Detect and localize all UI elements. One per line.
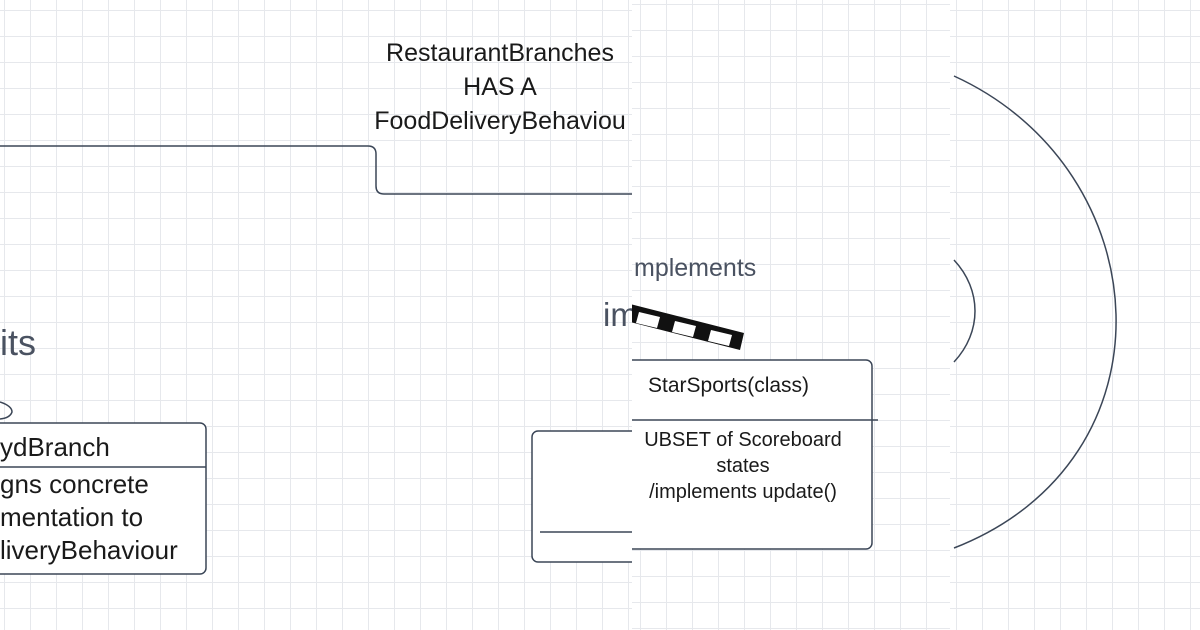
partial-class-box[interactable] [531,430,632,563]
starsports-class-box[interactable] [632,359,873,550]
starsports-body-line1: UBSET of Scoreboard [644,429,842,451]
starsports-class-body: UBSET of Scoreboard states /implements u… [632,427,858,505]
inheritance-arrow-tip[interactable] [0,401,13,420]
small-arc-connector[interactable] [953,259,976,363]
relationship-label-line3: FoodDeliveryBehaviou [374,107,626,135]
relationship-label-line1: RestaurantBranches [386,39,614,67]
branch-class-body-line3: liveryBehaviour [0,535,178,565]
middle-canvas[interactable]: mplements StarSports(class) UBSET of Sco… [632,0,950,630]
dashed-implements-arrow[interactable] [632,304,744,350]
starsports-body-line2: states [716,455,770,477]
left-canvas[interactable]: RestaurantBranches HAS A FoodDeliveryBeh… [0,0,632,630]
relationship-label-line2: HAS A [463,73,537,101]
implements-label: mplements [634,254,757,282]
starsports-class-title: StarSports(class) [648,374,810,397]
branch-class-box[interactable] [0,422,207,575]
left-connectors [0,145,632,575]
has-a-connector-line[interactable] [0,145,632,195]
starsports-body-line3: /implements update() [649,481,837,503]
large-arc-connector[interactable] [953,75,1117,549]
implements-fragment-label: im [603,296,632,333]
right-connectors [953,75,1117,549]
branch-class-title: ydBranch [0,432,110,462]
inherits-label: its [0,322,36,363]
branch-class-body-line2: mentation to [0,502,144,532]
relationship-label[interactable]: RestaurantBranches HAS A FoodDeliveryBeh… [320,36,632,138]
middle-connectors [632,304,878,550]
right-canvas[interactable] [950,0,1200,630]
branch-class-body: gns concrete mentation to liveryBehaviou… [0,468,178,567]
branch-class-body-line1: gns concrete [0,469,149,499]
